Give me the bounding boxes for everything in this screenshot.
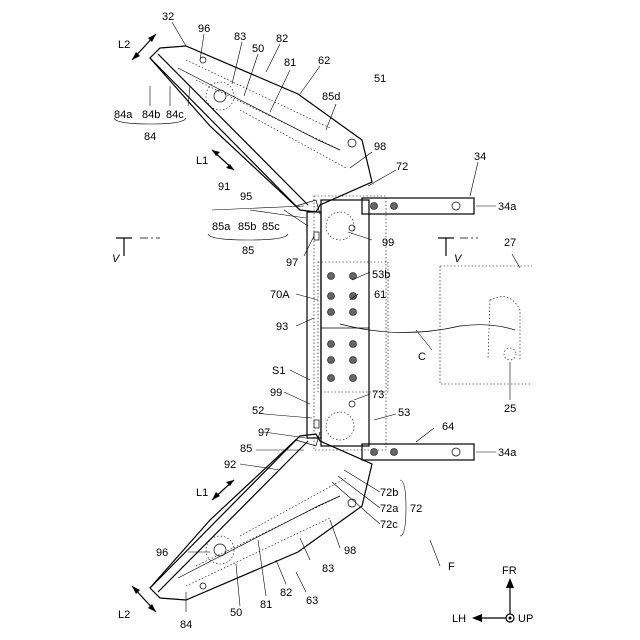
label-up: UP [518,613,533,625]
label-s1: S1 [272,365,285,377]
label-52: 52 [252,405,264,417]
label-84a: 84a [114,109,133,121]
label-95: 95 [240,191,252,203]
label-64: 64 [442,421,454,433]
label-99-bottom: 99 [270,387,282,399]
label-fr: FR [502,565,517,577]
label-63: 63 [306,595,318,607]
label-85b: 85b [238,221,256,233]
label-50: 50 [252,43,264,55]
label-82-bottom: 82 [280,587,292,599]
label-61: 61 [374,289,386,301]
label-72-group: 72 [410,503,422,515]
label-l1-top: L1 [196,155,208,167]
label-97-top: 97 [286,257,298,269]
label-l1-bottom: L1 [196,487,208,499]
label-53b: 53b [372,269,390,281]
label-91: 91 [218,181,230,193]
lower-arm [150,432,372,600]
upper-arm [150,46,372,214]
label-83-bottom: 83 [322,563,334,575]
label-81: 81 [284,57,296,69]
label-v-right: V [454,253,463,265]
label-72b: 72b [380,487,398,499]
label-51: 51 [374,73,386,85]
label-84c: 84c [166,109,184,121]
label-34a-bottom: 34a [498,447,517,459]
label-85a: 85a [212,221,231,233]
label-96: 96 [198,23,210,35]
label-73: 73 [372,389,384,401]
label-82: 82 [276,33,288,45]
label-f: F [448,561,455,573]
label-85c: 85c [262,221,280,233]
label-85-top: 85 [242,245,254,257]
label-l2-top: L2 [118,39,130,51]
label-93: 93 [276,321,288,333]
label-85-bottom: 85 [240,443,252,455]
label-53: 53 [398,407,410,419]
center-member [307,196,388,450]
label-84-bottom: 84 [180,619,192,631]
label-v-left: V [112,253,121,265]
label-98-bottom: 98 [344,545,356,557]
labels: 32 96 83 50 82 81 62 51 85d L2 84a 84b 8… [112,11,533,631]
label-96-bottom: 96 [156,547,168,559]
label-84b: 84b [142,109,160,121]
label-92: 92 [224,459,236,471]
label-25: 25 [504,403,516,415]
label-27: 27 [504,237,516,249]
label-34a-top: 34a [498,201,517,213]
label-l2-bottom: L2 [118,609,130,621]
label-62: 62 [318,55,330,67]
label-c: C [418,351,426,363]
label-32: 32 [162,11,174,23]
label-34: 34 [474,151,486,163]
label-70a: 70A [270,289,290,301]
label-98: 98 [374,141,386,153]
label-lh: LH [452,613,466,625]
label-50-bottom: 50 [230,607,242,619]
label-99-top: 99 [382,237,394,249]
label-84: 84 [144,131,156,143]
label-81-bottom: 81 [260,599,272,611]
label-72a: 72a [380,503,399,515]
label-72: 72 [396,161,408,173]
label-83: 83 [234,31,246,43]
section-markers [116,238,478,256]
label-72c: 72c [380,519,398,531]
side-members [362,198,474,460]
label-85d: 85d [322,91,340,103]
label-97-bottom: 97 [258,427,270,439]
